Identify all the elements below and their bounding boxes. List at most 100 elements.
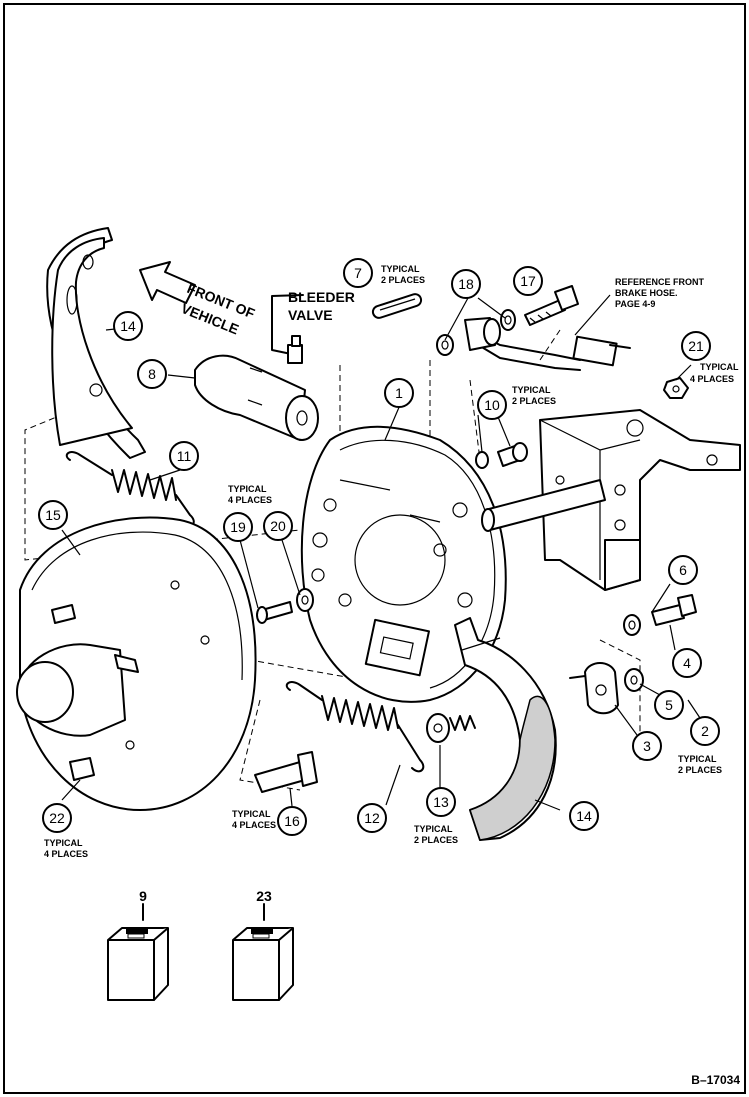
svg-text:4 PLACES: 4 PLACES <box>228 495 272 505</box>
svg-text:2: 2 <box>701 723 709 739</box>
callouts: 1 2 3 4 5 6 7 8 9 10 11 12 13 14 14 15 1… <box>38 258 720 904</box>
callout-19: 19 <box>223 512 253 542</box>
svg-text:9: 9 <box>139 888 147 904</box>
svg-text:3: 3 <box>643 738 651 754</box>
svg-text:2 PLACES: 2 PLACES <box>512 396 556 406</box>
callout-7: 7 <box>343 258 373 288</box>
svg-text:16: 16 <box>284 813 300 829</box>
svg-text:TYPICAL: TYPICAL <box>232 809 271 819</box>
spindle-shaft <box>481 479 606 532</box>
svg-text:BRAKE HOSE.: BRAKE HOSE. <box>615 288 678 298</box>
bleeder-valve-label: BLEEDER VALVE <box>271 289 355 356</box>
svg-text:PAGE 4-9: PAGE 4-9 <box>615 299 655 309</box>
svg-text:TYPICAL: TYPICAL <box>512 385 551 395</box>
part-10-bolt <box>475 442 528 469</box>
note-typical-4-places-21: TYPICAL 4 PLACES <box>690 362 739 384</box>
svg-text:13: 13 <box>433 794 449 810</box>
note-reference-front-brake-hose: REFERENCE FRONT BRAKE HOSE. PAGE 4-9 <box>615 277 705 309</box>
part-6-washer <box>623 614 641 636</box>
svg-text:REFERENCE FRONT: REFERENCE FRONT <box>615 277 705 287</box>
svg-text:4 PLACES: 4 PLACES <box>44 849 88 859</box>
brake-hose-fitting <box>469 294 631 371</box>
svg-text:11: 11 <box>177 448 192 464</box>
brake-shoe-upper <box>46 227 146 459</box>
callout-13: 13 <box>426 787 456 817</box>
callout-22: 22 <box>42 803 72 833</box>
svg-text:22: 22 <box>49 810 65 826</box>
callout-6: 6 <box>668 555 698 585</box>
callout-5: 5 <box>654 690 684 720</box>
callout-20: 20 <box>263 511 293 541</box>
part-18-spacer <box>436 309 516 356</box>
note-typical-4-places-11: TYPICAL 4 PLACES <box>228 484 272 505</box>
svg-text:20: 20 <box>270 518 286 534</box>
callout-11: 11 <box>169 441 199 471</box>
figure-id: B–17034 <box>691 1073 740 1087</box>
svg-text:15: 15 <box>45 507 61 523</box>
note-typical-2-places-7: TYPICAL 2 PLACES <box>381 264 425 285</box>
svg-text:12: 12 <box>364 810 380 826</box>
callout-14-upper: 14 <box>113 311 143 341</box>
callout-14-lower: 14 <box>569 801 599 831</box>
callout-3: 3 <box>632 731 662 761</box>
callout-1: 1 <box>384 378 414 408</box>
callout-17: 17 <box>513 266 543 296</box>
svg-text:23: 23 <box>256 888 272 904</box>
note-typical-2-places-10: TYPICAL 2 PLACES <box>512 385 556 406</box>
svg-text:TYPICAL: TYPICAL <box>700 362 739 372</box>
svg-text:2 PLACES: 2 PLACES <box>414 835 458 845</box>
callout-12: 12 <box>357 803 387 833</box>
part-3-eccentric <box>569 662 619 715</box>
callout-21: 21 <box>681 331 711 361</box>
svg-text:2 PLACES: 2 PLACES <box>381 275 425 285</box>
svg-text:4 PLACES: 4 PLACES <box>690 374 734 384</box>
bleeder-valve-line-1: BLEEDER <box>288 289 355 305</box>
svg-text:7: 7 <box>354 265 362 281</box>
part-20-washer <box>296 588 314 612</box>
note-typical-4-places-16: TYPICAL 4 PLACES <box>232 809 276 830</box>
part-5-washer <box>624 668 644 692</box>
svg-text:6: 6 <box>679 562 687 578</box>
svg-text:4: 4 <box>683 655 691 671</box>
svg-text:TYPICAL: TYPICAL <box>414 824 453 834</box>
note-typical-2-places-13: TYPICAL 2 PLACES <box>414 824 458 845</box>
svg-text:14: 14 <box>120 318 136 334</box>
part-13-holddown <box>426 713 476 743</box>
callout-8: 8 <box>137 359 167 389</box>
callout-2: 2 <box>690 716 720 746</box>
part-9-box <box>107 903 169 1001</box>
svg-text:21: 21 <box>688 338 704 354</box>
part-12-spring <box>285 681 425 773</box>
svg-text:TYPICAL: TYPICAL <box>228 484 267 494</box>
part-17-bolt <box>524 285 579 326</box>
part-21-nut <box>663 377 689 399</box>
front-of-vehicle-arrow: FRONT OF VEHICLE <box>139 261 258 338</box>
svg-text:1: 1 <box>395 385 403 401</box>
callout-18: 18 <box>451 269 481 299</box>
mounting-bracket <box>539 409 741 591</box>
svg-text:17: 17 <box>520 273 536 289</box>
svg-text:19: 19 <box>230 519 246 535</box>
svg-text:10: 10 <box>484 397 500 413</box>
note-typical-2-places-2: TYPICAL 2 PLACES <box>678 754 722 775</box>
part-4-bolt <box>651 594 697 626</box>
note-typical-4-places-22: TYPICAL 4 PLACES <box>44 838 88 859</box>
part-16-stud <box>254 751 318 793</box>
page-border <box>3 3 746 1094</box>
svg-text:4 PLACES: 4 PLACES <box>232 820 276 830</box>
svg-text:8: 8 <box>148 366 156 382</box>
callout-15: 15 <box>38 500 68 530</box>
callout-23: 23 <box>256 888 272 904</box>
bleeder-valve-line-2: VALVE <box>288 307 333 323</box>
callout-16: 16 <box>277 806 307 836</box>
svg-text:TYPICAL: TYPICAL <box>678 754 717 764</box>
brake-shoe-lower <box>454 617 557 841</box>
svg-text:18: 18 <box>458 276 474 292</box>
wheel-cylinder <box>167 335 319 441</box>
svg-text:2 PLACES: 2 PLACES <box>678 765 722 775</box>
backing-plate <box>300 404 507 703</box>
part-23-box <box>232 903 294 1001</box>
part-19-screw <box>256 601 293 624</box>
svg-text:5: 5 <box>665 697 673 713</box>
